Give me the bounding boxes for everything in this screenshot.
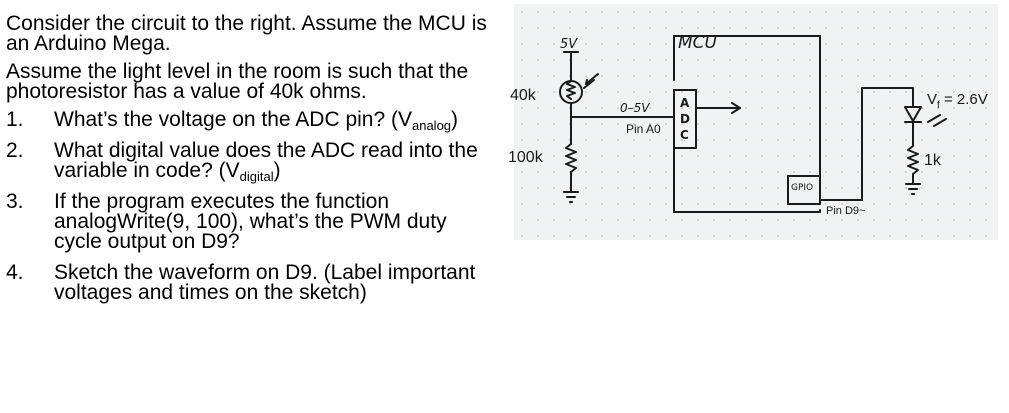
question-number: 1. bbox=[6, 108, 24, 131]
range-label: 0–5V bbox=[620, 101, 650, 115]
adc-letter-a: A bbox=[680, 96, 690, 110]
resistor-100k bbox=[565, 143, 577, 173]
vf-symbol: V bbox=[927, 91, 937, 108]
question-suffix: ) bbox=[451, 108, 459, 131]
whiteboard-dots bbox=[514, 4, 998, 240]
adc-block bbox=[673, 89, 697, 149]
question-subscript: analog bbox=[411, 118, 452, 133]
mcu-outline-top bbox=[673, 35, 821, 189]
question-suffix: ) bbox=[273, 159, 281, 182]
question-text: What digital value does the ADC read int… bbox=[54, 139, 478, 182]
led-emit-arrow-1 bbox=[927, 114, 941, 123]
question-item: 4. Sketch the waveform on D9. (Label imp… bbox=[6, 261, 496, 304]
question-item: 3. If the program executes the function … bbox=[6, 190, 496, 253]
question-item: 2. What digital value does the ADC read … bbox=[6, 139, 496, 184]
photoresistor-zigzag bbox=[566, 80, 576, 100]
vf-value: = 2.6V bbox=[940, 91, 988, 108]
circuit-svg: 5V MCU 40k 100k 0–5V Pin A0 A D C GPIO P… bbox=[508, 4, 998, 240]
question-text: If the program executes the function ana… bbox=[54, 190, 447, 253]
circuit-diagram: 5V MCU 40k 100k 0–5V Pin A0 A D C GPIO P… bbox=[508, 4, 998, 240]
mcu-outline-bottom bbox=[673, 143, 821, 213]
question-subscript: digital bbox=[239, 169, 274, 184]
question-list: 1. What’s the voltage on the ADC pin? (V… bbox=[6, 108, 496, 304]
question-panel: Consider the circuit to the right. Assum… bbox=[6, 12, 496, 314]
mcu-label: MCU bbox=[678, 33, 718, 53]
adc-letter-c: C bbox=[680, 128, 689, 142]
adc-letter-d: D bbox=[680, 112, 690, 126]
adc-arrow-head bbox=[731, 102, 741, 114]
question-item: 1. What’s the voltage on the ADC pin? (V… bbox=[6, 108, 496, 133]
question-number: 4. bbox=[6, 261, 24, 284]
intro-text-2: Assume the light level in the room is su… bbox=[6, 60, 469, 103]
light-arrow-1 bbox=[585, 73, 599, 85]
led-emit-arrow-2 bbox=[933, 118, 947, 127]
vf-label: Vf = 2.6V bbox=[927, 91, 988, 111]
led-wire bbox=[861, 87, 914, 201]
intro-text-1: Consider the circuit to the right. Assum… bbox=[6, 12, 487, 55]
pin-a0-label: Pin A0 bbox=[626, 122, 661, 136]
light-arrow-2 bbox=[583, 79, 595, 89]
supply-label: 5V bbox=[560, 37, 578, 52]
pin-d9-label: Pin D9~ bbox=[826, 205, 865, 217]
question-number: 3. bbox=[6, 190, 24, 213]
r2-label: 100k bbox=[508, 149, 544, 166]
question-text: What’s the voltage on the ADC pin? (V bbox=[54, 108, 412, 131]
vf-subscript: f bbox=[937, 100, 940, 111]
gpio-label: GPIO bbox=[791, 183, 813, 193]
question-number: 2. bbox=[6, 139, 24, 162]
resistor-1k bbox=[907, 145, 919, 175]
question-text: Sketch the waveform on D9. (Label import… bbox=[54, 261, 476, 304]
r3-label: 1k bbox=[924, 152, 942, 169]
gpio-block bbox=[787, 175, 821, 205]
led-triangle bbox=[904, 106, 922, 122]
r1-label: 40k bbox=[510, 87, 537, 104]
